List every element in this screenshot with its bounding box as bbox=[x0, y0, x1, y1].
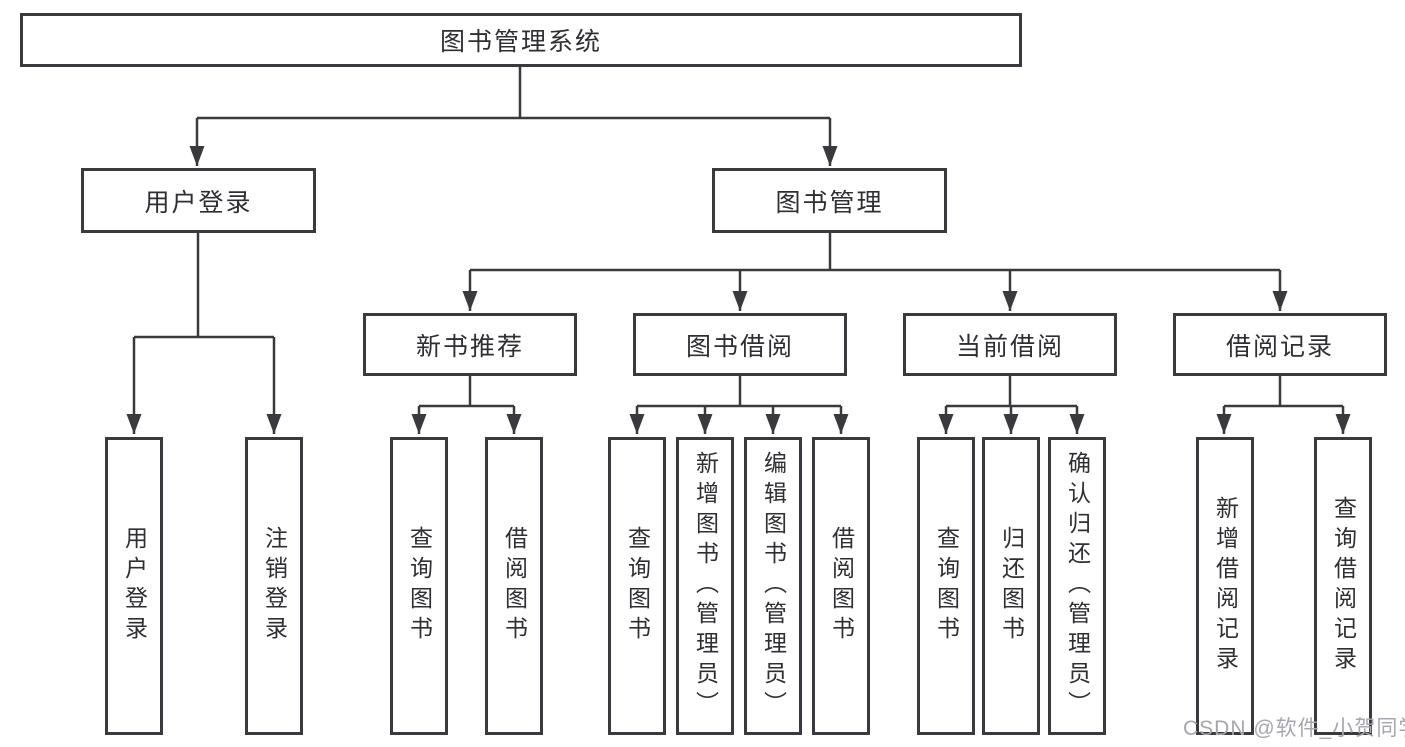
node-borrowing-records: 借阅记录 bbox=[1173, 313, 1387, 376]
leaf-user-login: 用户登录 bbox=[105, 437, 163, 735]
spine-user-login-group bbox=[134, 233, 274, 339]
leaf-label: 查询图书 bbox=[933, 526, 960, 646]
leaf-query-books-recommend: 查询图书 bbox=[390, 437, 448, 735]
node-label: 图书管理 bbox=[775, 188, 884, 217]
leaf-label: 注销登录 bbox=[261, 526, 288, 646]
node-user-login: 用户登录 bbox=[81, 168, 316, 233]
leaf-label: 借阅图书 bbox=[828, 526, 855, 646]
leaf-query-books-borrowing: 查询图书 bbox=[608, 437, 666, 735]
watermark-text: CSDN @软件_小贺同学 bbox=[1183, 717, 1405, 740]
leaf-return-books: 归还图书 bbox=[982, 437, 1040, 735]
leaf-edit-books-admin: 编辑图书（管理员） bbox=[744, 437, 802, 735]
leaf-label: 查询图书 bbox=[406, 526, 433, 646]
leaf-label: 新增图书（管理员） bbox=[692, 451, 719, 721]
leaf-label: 新增借阅记录 bbox=[1212, 496, 1239, 676]
leaf-query-borrow-record: 查询借阅记录 bbox=[1314, 437, 1372, 735]
node-label: 用户登录 bbox=[144, 188, 253, 217]
spine-book-borrowing-group bbox=[637, 376, 841, 408]
leaf-add-borrow-record: 新增借阅记录 bbox=[1196, 437, 1254, 735]
leaf-label: 归还图书 bbox=[998, 526, 1025, 646]
leaf-label: 用户登录 bbox=[121, 526, 148, 646]
spine-root-to-level2 bbox=[197, 67, 830, 120]
leaf-confirm-return-admin: 确认归还（管理员） bbox=[1048, 437, 1106, 735]
node-label: 当前借阅 bbox=[955, 332, 1064, 361]
leaf-add-books-admin: 新增图书（管理员） bbox=[676, 437, 734, 735]
node-current-borrowing: 当前借阅 bbox=[903, 313, 1117, 376]
leaf-query-books-current: 查询图书 bbox=[917, 437, 975, 735]
node-label: 新书推荐 bbox=[415, 332, 524, 361]
node-label: 图书管理系统 bbox=[439, 28, 602, 56]
spine-borrowing-records-group bbox=[1224, 376, 1343, 408]
leaf-borrow-books-borrowing: 借阅图书 bbox=[812, 437, 870, 735]
node-book-borrowing: 图书借阅 bbox=[633, 313, 847, 376]
spine-book-management-groups bbox=[470, 233, 1280, 272]
leaf-logout-login: 注销登录 bbox=[245, 437, 303, 735]
spine-current-borrowing-group bbox=[946, 376, 1077, 408]
leaf-label: 查询借阅记录 bbox=[1330, 496, 1357, 676]
node-new-book-recommendation: 新书推荐 bbox=[363, 313, 577, 376]
leaf-label: 编辑图书（管理员） bbox=[760, 451, 787, 721]
leaf-label: 借阅图书 bbox=[501, 526, 528, 646]
node-label: 借阅记录 bbox=[1225, 332, 1334, 361]
leaf-label: 查询图书 bbox=[624, 526, 651, 646]
leaf-label: 确认归还（管理员） bbox=[1064, 451, 1091, 721]
node-library-system-root: 图书管理系统 bbox=[20, 13, 1022, 67]
leaf-borrow-books-recommend: 借阅图书 bbox=[485, 437, 543, 735]
node-label: 图书借阅 bbox=[685, 332, 794, 361]
spine-new-book-group bbox=[419, 376, 514, 408]
node-book-management: 图书管理 bbox=[712, 168, 947, 233]
